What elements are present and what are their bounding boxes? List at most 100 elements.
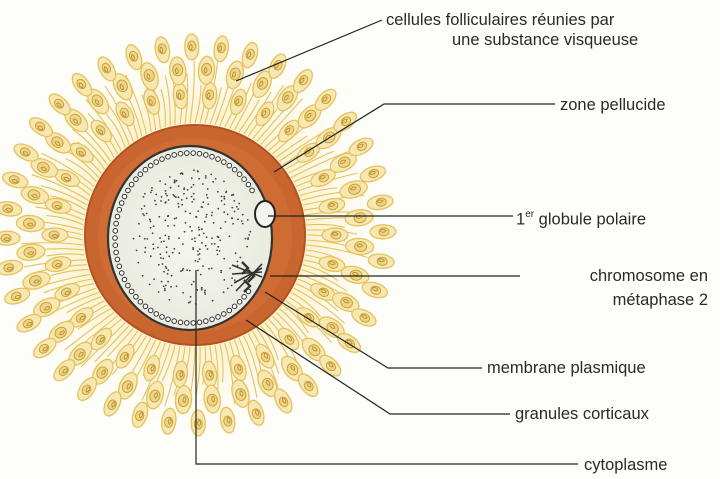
granule [204, 153, 209, 158]
granule [237, 300, 242, 305]
cyto-dot [197, 261, 199, 263]
cyto-dot [197, 270, 199, 272]
cyto-dot [163, 271, 165, 273]
cyto-dot [150, 255, 152, 257]
cyto-dot [136, 250, 138, 252]
cyto-dot [217, 208, 219, 210]
cyto-dot [237, 218, 239, 220]
cyto-dot [169, 299, 171, 301]
cyto-dot [206, 214, 208, 216]
granule [242, 177, 247, 182]
cyto-dot [206, 194, 208, 196]
cyto-dot [164, 220, 166, 222]
cyto-dot [152, 243, 154, 245]
cyto-dot [231, 207, 233, 209]
cyto-dot [234, 211, 236, 213]
cyto-dot [157, 247, 159, 249]
cyto-dot [158, 216, 160, 218]
cyto-dot [142, 213, 144, 215]
granule [148, 308, 153, 313]
granule [122, 194, 127, 199]
granule [117, 207, 122, 212]
cyto-dot [146, 238, 148, 240]
cyto-dot [205, 177, 207, 179]
cyto-dot [213, 222, 215, 224]
cyto-dot [164, 288, 166, 290]
granule [154, 160, 159, 165]
cyto-dot [187, 189, 189, 191]
cyto-dot [204, 221, 206, 223]
granule [197, 151, 202, 156]
cyto-dot [144, 251, 146, 253]
cyto-dot [182, 268, 184, 270]
cyto-dot [150, 221, 152, 223]
cyto-dot [186, 269, 188, 271]
cyto-dot [204, 291, 206, 293]
cyto-dot [233, 200, 235, 202]
cyto-dot [220, 227, 222, 229]
cyto-dot [175, 217, 177, 219]
cyto-dot [247, 238, 249, 240]
granule [185, 151, 190, 156]
granule [222, 160, 227, 165]
cyto-dot [247, 219, 249, 221]
cyto-dot [191, 201, 193, 203]
granule [119, 271, 124, 276]
label-chromosome-line2: métaphase 2 [528, 290, 708, 310]
cyto-dot [181, 172, 183, 174]
cyto-dot [197, 210, 199, 212]
cyto-dot [212, 181, 214, 183]
cyto-dot [193, 199, 195, 201]
cyto-dot [170, 187, 172, 189]
granule [129, 182, 134, 187]
cyto-dot [248, 234, 250, 236]
cyto-dot [191, 196, 193, 198]
granule [117, 264, 122, 269]
cyto-dot [208, 268, 210, 270]
cyto-dot [166, 251, 168, 253]
cyto-dot [201, 289, 203, 291]
granule [227, 308, 232, 313]
granule [134, 295, 139, 300]
granule [246, 182, 251, 187]
cyto-dot [163, 286, 165, 288]
cyto-dot [205, 216, 207, 218]
cyto-dot [151, 190, 153, 192]
granule [166, 154, 171, 159]
cyto-dot [231, 285, 233, 287]
granule [227, 163, 232, 168]
cyto-dot [205, 245, 207, 247]
cyto-dot [198, 227, 200, 229]
granule [191, 151, 196, 156]
granule [122, 277, 127, 282]
cyto-dot [189, 213, 191, 215]
cyto-dot [158, 291, 160, 293]
label-globule-rest: globule polaire [534, 211, 646, 229]
cyto-dot [189, 301, 191, 303]
cyto-dot [194, 237, 196, 239]
cyto-dot [223, 196, 225, 198]
cyto-dot [196, 216, 198, 218]
cyto-dot [176, 180, 178, 182]
label-globule-sup: er [525, 209, 534, 220]
cyto-dot [203, 233, 205, 235]
cyto-dot [174, 179, 176, 181]
cyto-dot [237, 261, 239, 263]
cyto-dot [242, 214, 244, 216]
cyto-dot [191, 177, 193, 179]
cyto-dot [165, 193, 167, 195]
cyto-dot [181, 199, 183, 201]
cyto-dot [207, 188, 209, 190]
cyto-dot [150, 227, 152, 229]
cyto-dot [167, 269, 169, 271]
cyto-dot [159, 237, 161, 239]
cyto-dot [163, 240, 165, 242]
cyto-dot [172, 252, 174, 254]
granule [119, 201, 124, 206]
granule [204, 319, 209, 324]
cyto-dot [233, 194, 235, 196]
cyto-dot [201, 287, 203, 289]
cyto-dot [225, 191, 227, 193]
cyto-dot [202, 183, 204, 185]
cyto-dot [227, 214, 229, 216]
